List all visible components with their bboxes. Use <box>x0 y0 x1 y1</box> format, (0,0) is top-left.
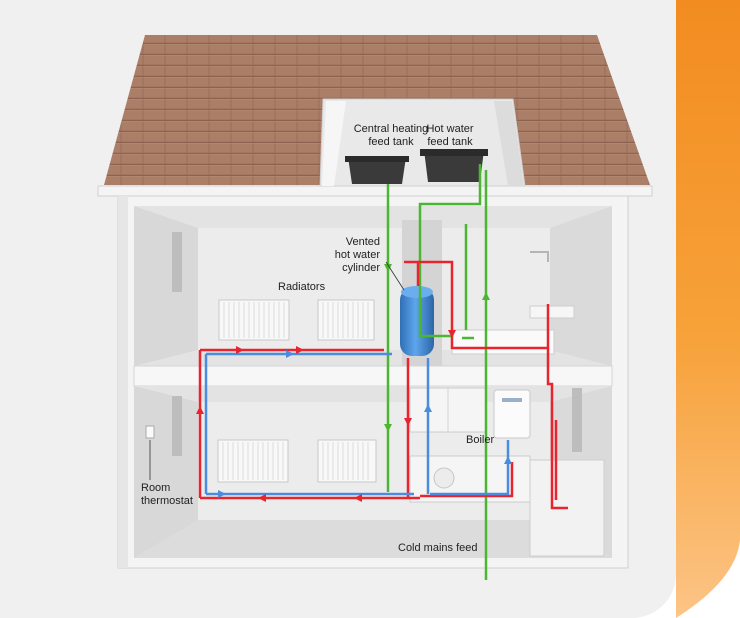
label-radiators: Radiators <box>278 281 326 293</box>
house-cutaway <box>97 35 653 580</box>
label-vented-hot-water-cylinder: Vented hot water cylinder <box>334 236 380 274</box>
bathroom-basin <box>451 251 575 355</box>
radiator <box>317 299 375 341</box>
hot-water-cylinder <box>400 286 434 356</box>
hot-flow-pipes <box>198 260 568 510</box>
label-cold-mains-feed: Cold mains feed <box>398 542 478 554</box>
radiator <box>317 439 377 483</box>
flow-arrows <box>196 264 512 502</box>
radiator <box>218 299 290 341</box>
radiator <box>217 439 289 483</box>
label-hot-water-feed-tank: Hot water feed tank <box>426 123 474 148</box>
label-room-thermostat: Room thermostat <box>141 482 193 507</box>
label-leaders <box>149 261 405 480</box>
room-thermostat <box>145 425 155 439</box>
orange-accent-bar <box>676 0 740 618</box>
label-boiler: Boiler <box>466 434 495 446</box>
central-heating-feed-tank <box>345 156 409 184</box>
label-central-heating-feed-tank: Central heating feed tank <box>353 123 429 148</box>
hot-water-feed-tank <box>420 149 488 182</box>
return-pipes <box>204 352 510 496</box>
cold-feed-pipes <box>386 164 488 580</box>
boiler <box>493 389 531 439</box>
